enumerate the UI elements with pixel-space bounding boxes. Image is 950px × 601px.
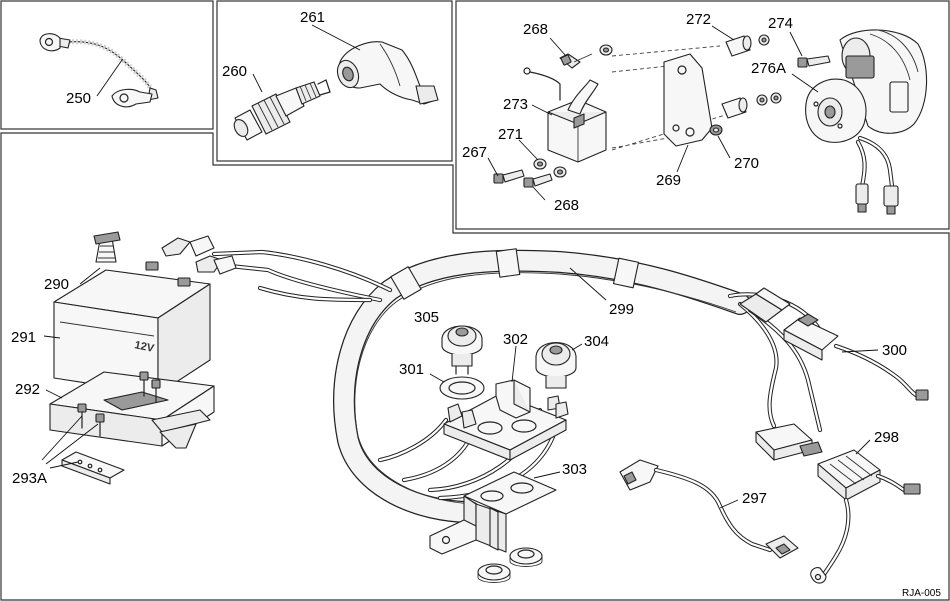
label-271: 271 (498, 126, 523, 143)
harness-plug (755, 423, 823, 461)
switch-304 (535, 342, 577, 389)
label-250: 250 (66, 90, 91, 107)
label-260: 260 (222, 63, 247, 80)
label-274: 274 (768, 15, 793, 32)
adapter-cable-300 (783, 313, 929, 401)
battery-tray (49, 371, 215, 449)
ignition-coil (523, 67, 607, 163)
harness-connector (739, 287, 791, 323)
battery-voltage-marking: 12V (133, 339, 155, 355)
label-291: 291 (11, 329, 36, 346)
label-303: 303 (562, 461, 587, 478)
ground-cable (39, 33, 159, 108)
label-293A: 293A (12, 470, 47, 487)
screw-274 (797, 55, 831, 68)
panel-ground-cable (0, 0, 214, 130)
bolt-268-bottom (523, 173, 553, 188)
label-290: 290 (44, 276, 69, 293)
switch-nuts (477, 547, 543, 583)
battery-strap (93, 231, 121, 263)
label-292: 292 (15, 381, 40, 398)
ring-301 (439, 376, 485, 400)
label-273: 273 (503, 96, 528, 113)
label-268-bottom: 268 (554, 197, 579, 214)
fuse-holder-298 (810, 449, 921, 584)
label-302: 302 (503, 331, 528, 348)
label-298: 298 (874, 429, 899, 446)
reference-code: RJA-005 (902, 588, 941, 599)
bolt-plate (61, 451, 125, 485)
tray-bolts (77, 371, 161, 437)
label-297: 297 (742, 490, 767, 507)
label-261: 261 (300, 9, 325, 26)
label-272: 272 (686, 11, 711, 28)
harness-lugs (161, 235, 237, 275)
label-304: 304 (584, 333, 609, 350)
bolt-267 (493, 169, 525, 184)
spark-plug-cap (336, 41, 439, 105)
ignition-lead-297 (619, 459, 799, 559)
nut-270 (709, 124, 723, 136)
label-267: 267 (462, 144, 487, 161)
washer-271 (533, 158, 567, 178)
label-276A: 276A (751, 60, 786, 77)
label-269: 269 (656, 172, 681, 189)
label-300: 300 (882, 342, 907, 359)
label-299: 299 (609, 301, 634, 318)
spark-plug (233, 79, 331, 141)
panel-wiring-harness (0, 132, 950, 601)
battery: 12V (53, 261, 211, 395)
lower-bracket-303 (429, 471, 557, 555)
label-305: 305 (414, 309, 439, 326)
magneto-stator (805, 29, 928, 215)
label-301: 301 (399, 361, 424, 378)
label-268-top: 268 (523, 21, 548, 38)
switch-bracket-302 (443, 379, 569, 461)
switch-305 (441, 325, 483, 375)
label-270: 270 (734, 155, 759, 172)
mounting-plate (663, 53, 713, 147)
spacer-272 (721, 34, 782, 119)
